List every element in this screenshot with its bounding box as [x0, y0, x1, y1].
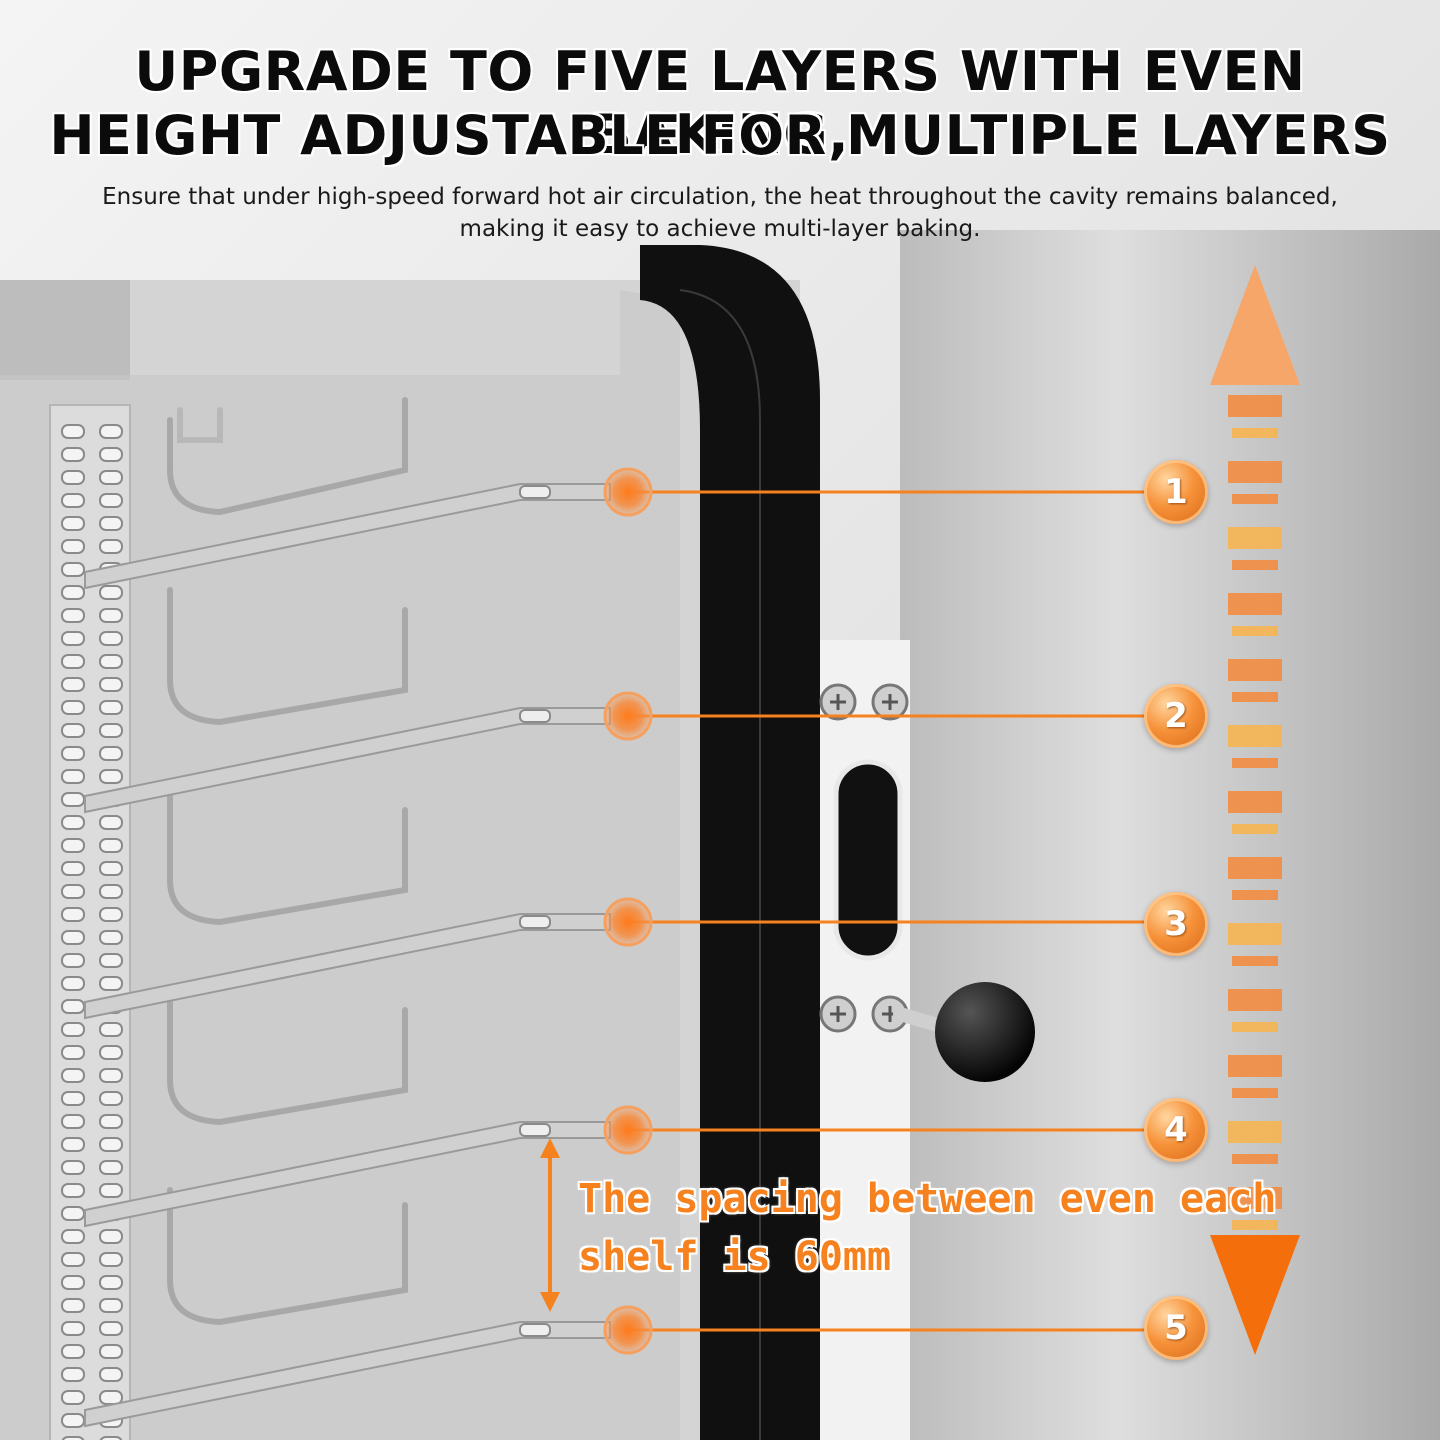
- shelf-badge-5: 5: [1144, 1296, 1208, 1360]
- shelf-marker-3: [603, 897, 653, 947]
- vertical-double-arrow-icon: [1210, 265, 1300, 1355]
- headline-line-2: HEIGHT ADJUSTABLE FOR MULTIPLE LAYERS: [49, 104, 1391, 167]
- screw-icon: [819, 683, 909, 1033]
- headline-line-1: UPGRADE TO FIVE LAYERS WITH EVEN BAKING,: [134, 40, 1306, 166]
- shelf-marker-4: [603, 1105, 653, 1155]
- latch-slot: [833, 759, 903, 961]
- oven-door-frame: [640, 245, 820, 1440]
- shelf-marker-1: [603, 467, 653, 517]
- rack-bends: [167, 397, 408, 1326]
- shelf-marker-2: [603, 691, 653, 741]
- spacing-note-line-1: The spacing between even each: [578, 1176, 1277, 1222]
- shelf-badge-3: 3: [1144, 892, 1208, 956]
- spacing-arrow-icon: [540, 1138, 560, 1312]
- subtext-line-2: making it easy to achieve multi-layer ba…: [459, 216, 981, 242]
- shelf-badge-4: 4: [1144, 1098, 1208, 1162]
- steel-side-panel: [900, 230, 1440, 1440]
- spacing-note-line-2: shelf is 60mm: [578, 1234, 892, 1280]
- shelf-marker-5: [603, 1305, 653, 1355]
- shelf-badge-2: 2: [1144, 684, 1208, 748]
- perforated-rail: [49, 404, 131, 1440]
- subtext-line-1: Ensure that under high-speed forward hot…: [102, 184, 1338, 210]
- shelf-badge-1: 1: [1144, 460, 1208, 524]
- knob-handle-icon: [893, 982, 1035, 1082]
